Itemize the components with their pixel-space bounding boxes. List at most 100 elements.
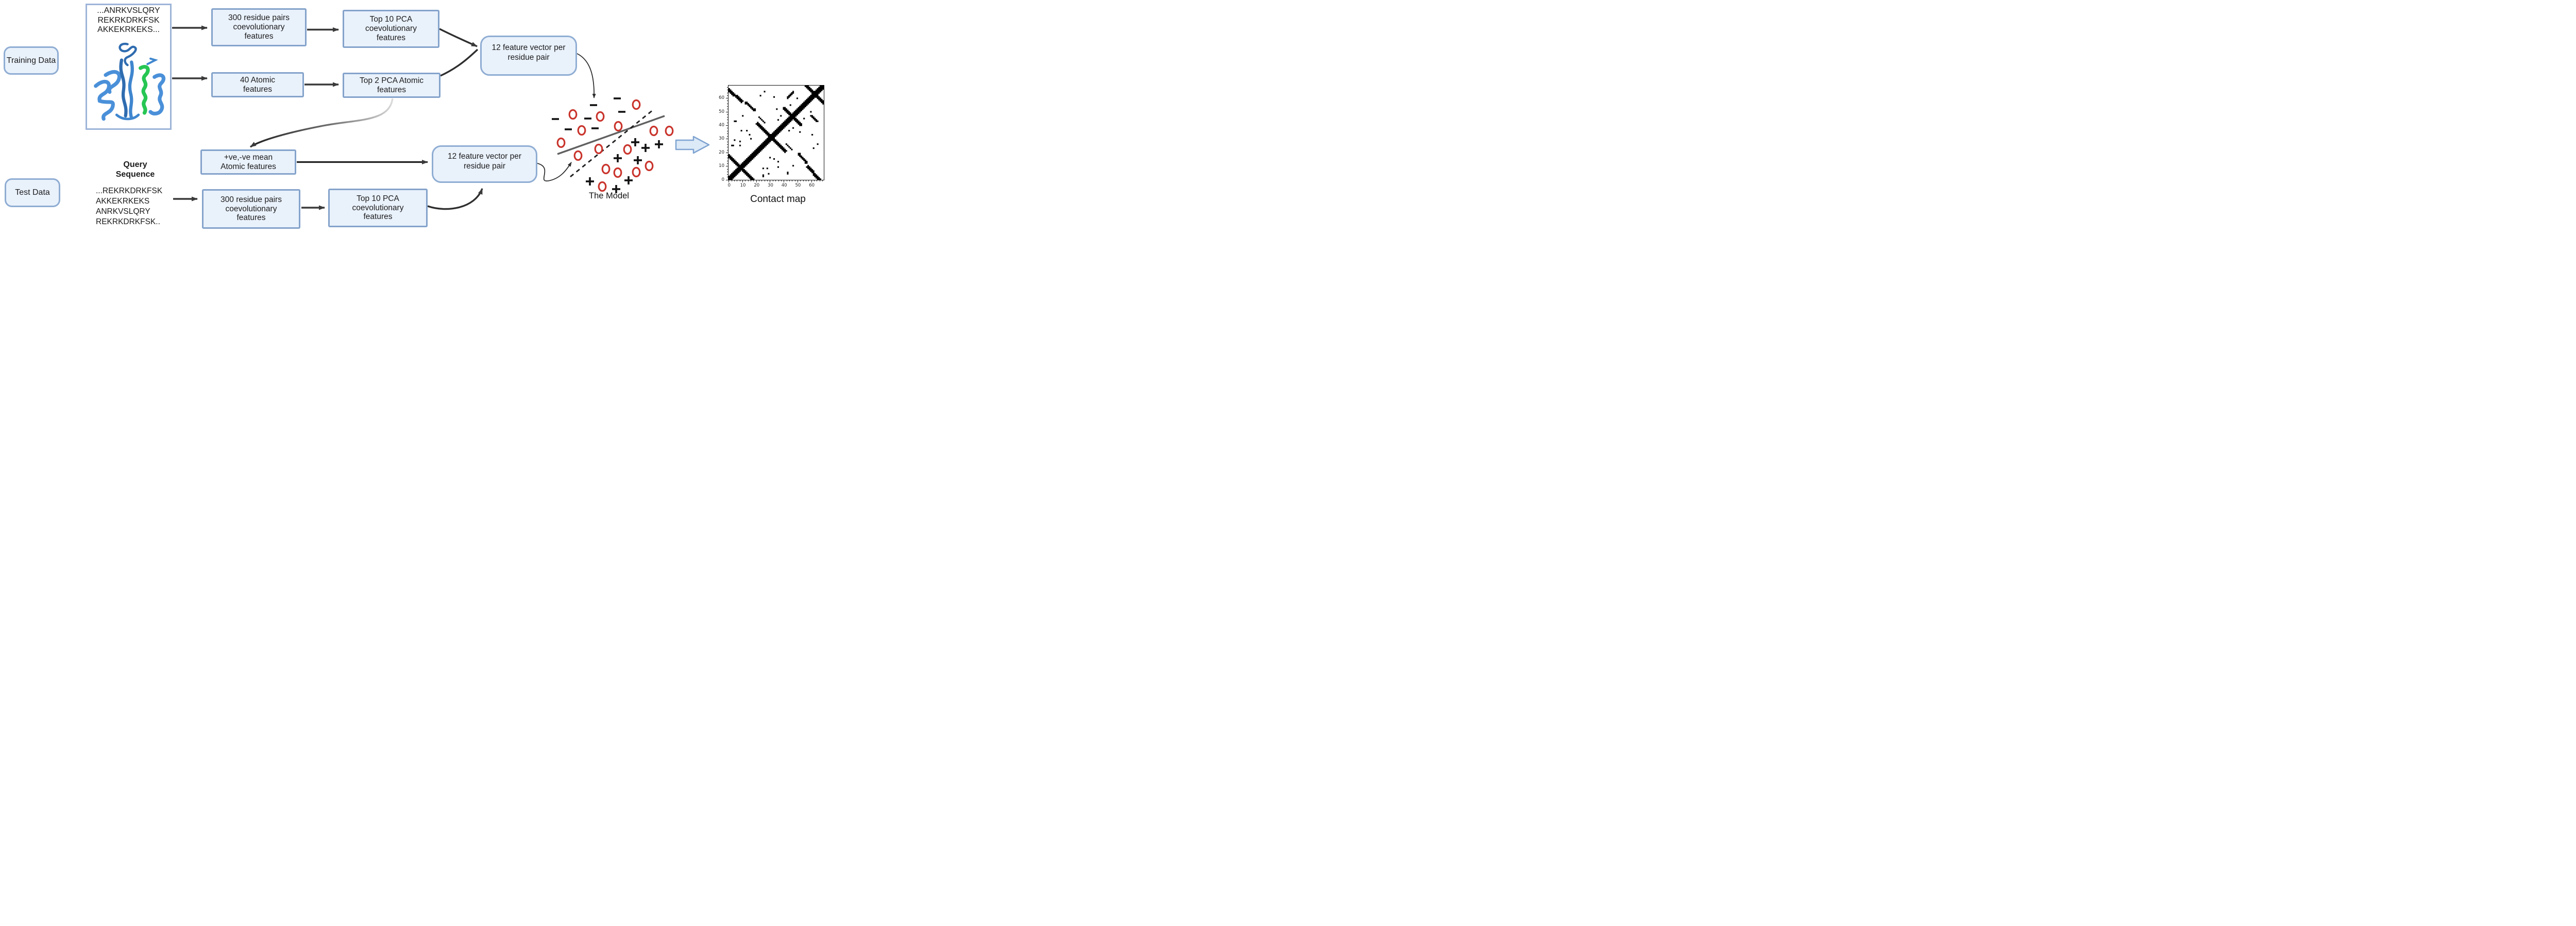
- axis-tick-label: 40: [719, 122, 724, 128]
- axis-tick-mark: [727, 133, 728, 134]
- support-vector-circle-icon: [613, 167, 622, 178]
- axis-tick-mark: [789, 180, 790, 181]
- axis-tick-mark: [811, 180, 812, 182]
- axis-tick-mark: [727, 114, 728, 115]
- axis-tick-mark: [734, 180, 735, 181]
- train-pca-coevo-box: Top 10 PCA coevolutionary features: [343, 10, 439, 48]
- feature-vector-top-node: 12 feature vector per residue pair: [480, 36, 577, 76]
- axis-tick-mark: [756, 180, 757, 182]
- axis-tick-mark: [778, 180, 779, 181]
- test-data-label: Test Data: [15, 188, 50, 197]
- contact-map-title: Contact map: [750, 194, 806, 205]
- axis-tick-label: 0: [727, 183, 731, 188]
- axis-tick-mark: [800, 180, 801, 181]
- support-vector-circle-icon: [665, 125, 674, 137]
- axis-tick-mark: [727, 169, 728, 170]
- axis-tick-label: 0: [721, 177, 724, 182]
- query-sequence-text: ...REKRKDRKFSK AKKEKRKEKS ANRKVSLQRY REK…: [96, 187, 163, 226]
- support-vector-circle-icon: [598, 181, 607, 192]
- support-vector-circle-icon: [596, 111, 605, 122]
- support-vector-circle-icon: [632, 166, 641, 178]
- axis-tick-mark: [753, 180, 754, 181]
- axis-tick-mark: [808, 180, 809, 181]
- support-vector-circle-icon: [568, 109, 578, 120]
- axis-tick-mark: [727, 87, 728, 88]
- axis-tick-label: 20: [719, 149, 724, 155]
- axis-tick-mark: [814, 180, 815, 181]
- axis-tick-label: 60: [809, 183, 815, 188]
- axis-tick-label: 30: [719, 136, 724, 142]
- train-pca-coevo-label: Top 10 PCA coevolutionary features: [365, 15, 417, 42]
- axis-tick-mark: [727, 136, 728, 137]
- arrow-pca-coevo-to-vector: [439, 28, 478, 47]
- axis-tick-mark: [727, 174, 728, 175]
- axis-tick-label: 10: [740, 183, 746, 188]
- contact-map-canvas: [728, 85, 824, 180]
- arrow-pca-atomic-to-vector: [440, 48, 479, 77]
- axis-tick-mark: [728, 180, 730, 182]
- axis-tick-label: 30: [768, 183, 773, 188]
- axis-tick-mark: [781, 180, 782, 181]
- block-arrow-right-icon: [675, 136, 710, 154]
- support-vector-circle-icon: [577, 125, 586, 136]
- support-vector-circle-icon: [649, 125, 658, 137]
- mean-atomic-box: +ve,-ve mean Atomic features: [200, 149, 296, 175]
- support-vector-circle-icon: [573, 150, 583, 161]
- train-coevo-box: 300 residue pairs coevolutionary feature…: [211, 8, 307, 46]
- axis-tick-mark: [727, 163, 728, 164]
- support-vector-circle-icon: [601, 163, 611, 175]
- training-sequence-text: ...ANRKVSLQRY REKRKDRKFSK AKKEKRKEKS...: [97, 6, 160, 34]
- support-vector-circle-icon: [614, 121, 623, 132]
- test-data-node: Test Data: [5, 178, 60, 207]
- axis-tick-label: 20: [754, 183, 760, 188]
- protein-structure-illustration: [94, 42, 166, 121]
- axis-tick-label: 50: [719, 109, 724, 114]
- margin-dashed-line: [570, 109, 654, 178]
- axis-tick-label: 60: [719, 95, 724, 101]
- support-vector-circle-icon: [645, 160, 654, 172]
- axis-tick-mark: [742, 180, 743, 182]
- atomic-features-box: 40 Atomic features: [211, 72, 304, 97]
- decision-line: [557, 115, 665, 155]
- arrow-pca-atomic-to-mean: [250, 98, 394, 148]
- support-vector-circle-icon: [594, 143, 603, 155]
- model-label: The Model: [589, 191, 629, 200]
- model-scatter: [552, 97, 674, 193]
- axis-tick-mark: [803, 180, 804, 181]
- axis-tick-mark: [748, 180, 749, 181]
- support-vector-circle-icon: [632, 99, 641, 110]
- pca-atomic-box: Top 2 PCA Atomic features: [343, 73, 440, 98]
- axis-tick-label: 40: [781, 183, 787, 188]
- axis-tick-mark: [822, 180, 823, 181]
- training-data-node: Training Data: [4, 46, 59, 75]
- test-coevo-label: 300 residue pairs coevolutionary feature…: [221, 195, 282, 223]
- axis-tick-mark: [727, 95, 728, 96]
- mean-atomic-label: +ve,-ve mean Atomic features: [221, 153, 276, 171]
- feature-vector-bottom-node: 12 feature vector per residue pair: [432, 145, 537, 183]
- axis-tick-label: 50: [795, 183, 801, 188]
- axis-tick-mark: [727, 100, 728, 102]
- support-vector-circle-icon: [623, 144, 632, 155]
- axis-tick-mark: [727, 144, 728, 145]
- pca-atomic-label: Top 2 PCA Atomic features: [359, 76, 424, 94]
- training-data-container: [86, 4, 172, 130]
- feature-vector-top-label: 12 feature vector per residue pair: [492, 43, 566, 62]
- support-vector-circle-icon: [556, 137, 566, 148]
- feature-vector-bottom-label: 12 feature vector per residue pair: [447, 152, 522, 171]
- training-data-label: Training Data: [6, 56, 56, 65]
- axis-tick-mark: [775, 180, 776, 181]
- test-pca-coevo-label: Top 10 PCA coevolutionary features: [352, 194, 404, 222]
- axis-tick-mark: [727, 155, 728, 156]
- axis-tick-mark: [761, 180, 762, 181]
- train-coevo-label: 300 residue pairs coevolutionary feature…: [228, 13, 290, 41]
- arrow-test-pca-to-vector: [427, 188, 483, 210]
- axis-tick-mark: [726, 125, 728, 126]
- pipeline-diagram: Training Data ...ANRKVSLQRY REKRKDRKFSK …: [0, 0, 828, 231]
- axis-tick-mark: [727, 106, 728, 107]
- test-coevo-box: 300 residue pairs coevolutionary feature…: [202, 189, 300, 229]
- atomic-features-label: 40 Atomic features: [240, 75, 276, 94]
- test-pca-coevo-box: Top 10 PCA coevolutionary features: [328, 189, 428, 227]
- axis-tick-label: 10: [719, 163, 724, 169]
- axis-tick-mark: [767, 180, 768, 181]
